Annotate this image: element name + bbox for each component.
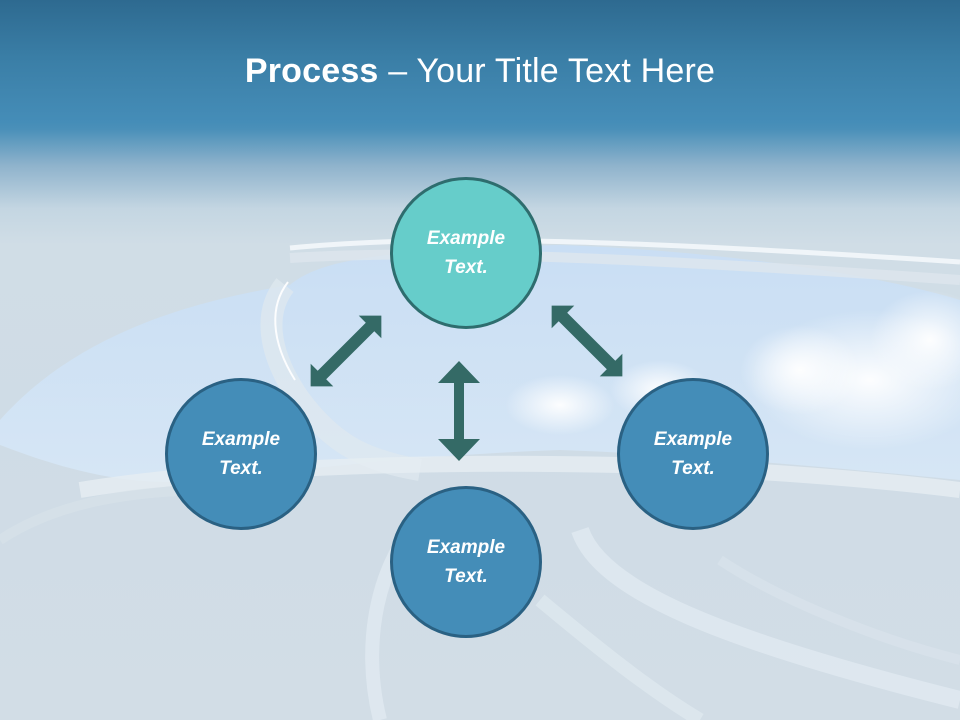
node-label-line1: Example: [426, 228, 506, 249]
title-rest: – Your Title Text Here: [378, 52, 716, 90]
node-label: Example Text.: [186, 425, 296, 483]
node-label-line1: Example: [426, 537, 506, 558]
double-arrow-top-right-icon: [551, 305, 623, 377]
node-label-line2: Text.: [219, 458, 263, 479]
node-label-line1: Example: [201, 429, 281, 450]
node-label-line2: Text.: [444, 257, 488, 278]
double-arrow-vertical-icon: [438, 361, 480, 461]
title-bold: Process: [244, 52, 379, 90]
slide-title: Process – Your Title Text Here: [0, 52, 960, 91]
process-node-top[interactable]: Example Text.: [390, 177, 542, 329]
double-arrow-top-left-icon: [310, 315, 382, 387]
node-label-line1: Example: [653, 429, 733, 450]
node-label: Example Text.: [411, 224, 521, 282]
node-label: Example Text.: [411, 533, 521, 591]
process-node-right[interactable]: Example Text.: [617, 378, 769, 530]
node-label: Example Text.: [638, 425, 748, 483]
process-node-left[interactable]: Example Text.: [165, 378, 317, 530]
node-label-line2: Text.: [444, 566, 488, 587]
node-label-line2: Text.: [671, 458, 715, 479]
process-node-bottom[interactable]: Example Text.: [390, 486, 542, 638]
